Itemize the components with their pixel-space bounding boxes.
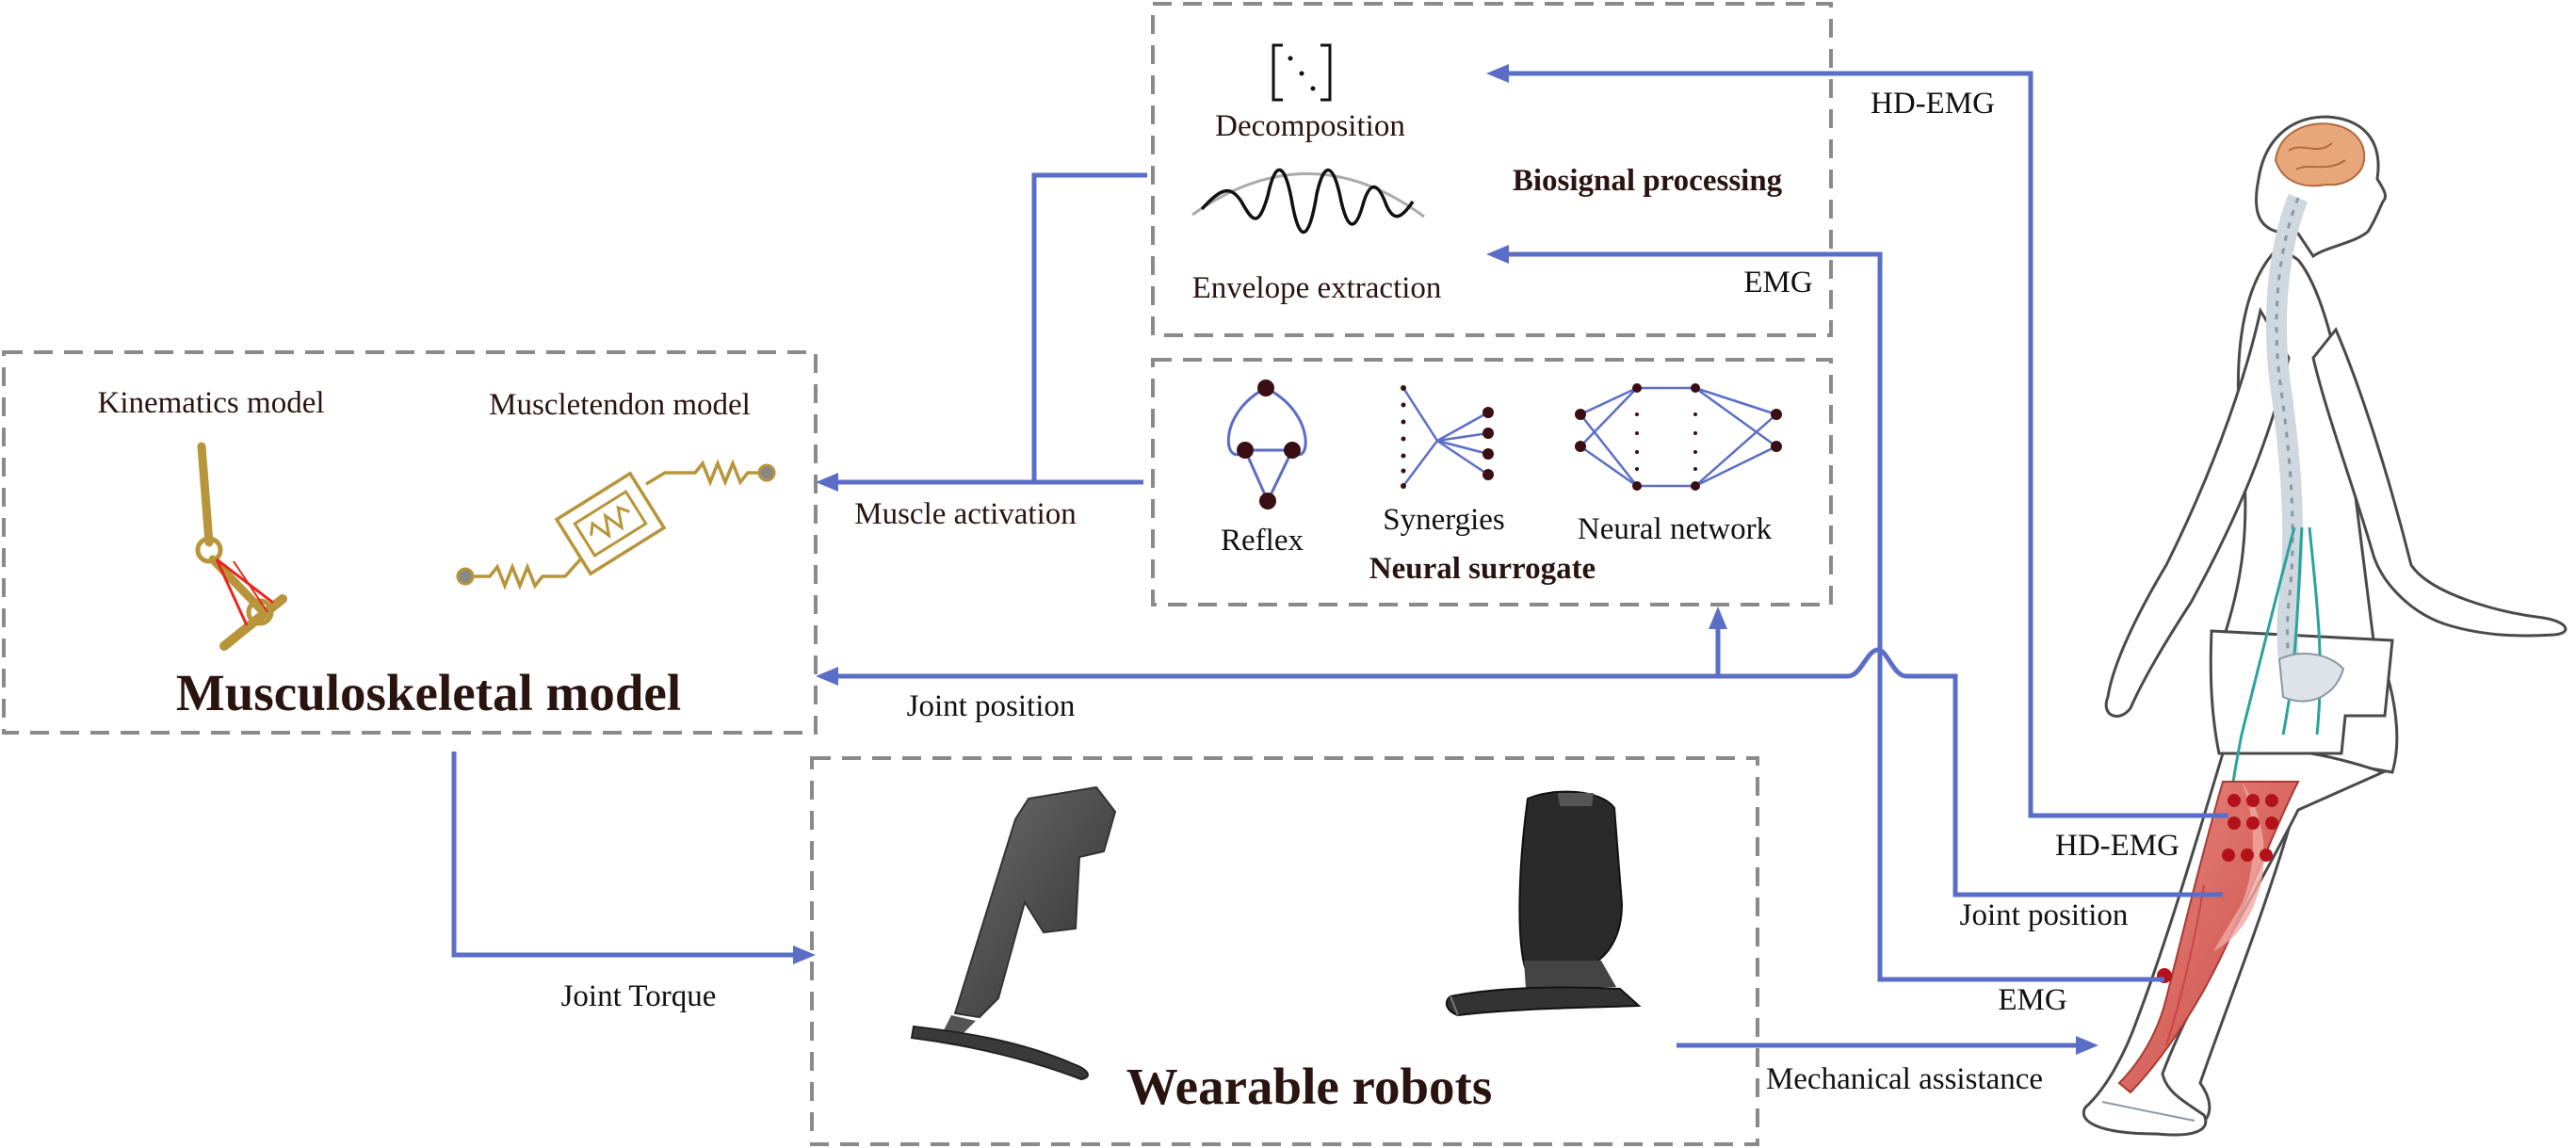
decomposition-icon [1272,43,1332,102]
emg-top-arrowhead [1486,245,1509,264]
neural-surrogate-title: Neural surrogate [1369,552,1596,586]
joint-torque-label: Joint Torque [561,979,717,1013]
human-walking-figure [2082,115,2568,1137]
prosthetic-ankle-icon [1445,790,1642,1017]
joint-position-leg-label: Joint position [1960,898,2129,932]
neural-surrogate-box [1151,358,1833,606]
mechanical-assistance-label: Mechanical assistance [1766,1062,2043,1096]
reflex-icon [1226,380,1307,509]
neural-network-label: Neural network [1578,512,1773,546]
muscletendon-spring-icon [456,459,776,590]
musculoskeletal-model-title: Musculoskeletal model [176,664,681,721]
synergies-icon [1401,385,1494,489]
mechanical-assistance-arrowhead [2076,1036,2098,1055]
neural-network-icon [1575,383,1782,491]
synergies-label: Synergies [1383,503,1505,537]
envelope-extraction-label: Envelope extraction [1192,271,1442,305]
emg-leg-label: EMG [1998,983,2066,1017]
hdemg-top-arrowhead [1486,64,1509,83]
biosignal-processing-title: Biosignal processing [1513,164,1783,198]
kinematics-leg-icon [195,442,287,651]
exoskeleton-icon [910,785,1117,1081]
joint-torque-arrowhead [793,946,816,964]
reflex-label: Reflex [1221,524,1304,558]
joint-torque-arrow-line [451,752,797,958]
kinematics-model-label: Kinematics model [97,386,324,420]
muscletendon-model-label: Muscletendon model [489,388,751,422]
emg-top-arrow-line [1507,251,2164,982]
muscle-activation-line-upper [834,172,1147,485]
hdemg-top-arrow-line [1507,71,2228,818]
hdemg-leg-label: HD-EMG [2055,829,2179,863]
envelope-wave-icon [1191,168,1425,234]
joint-position-up-arrowhead [1709,606,1727,629]
musculoskeletal-model-box [2,350,818,735]
hdemg-top-label: HD-EMG [1871,87,1995,121]
decomposition-label: Decomposition [1215,109,1405,143]
joint-position-arrowhead [816,667,838,686]
emg-top-label: EMG [1743,266,1812,299]
joint-position-arrow-line [833,647,2223,897]
biosignal-processing-box [1151,2,1833,337]
wearable-robots-title: Wearable robots [1126,1058,1493,1115]
joint-position-label: Joint position [907,689,1076,723]
muscle-activation-arrowhead [816,473,838,492]
muscle-activation-label: Muscle activation [854,497,1077,531]
